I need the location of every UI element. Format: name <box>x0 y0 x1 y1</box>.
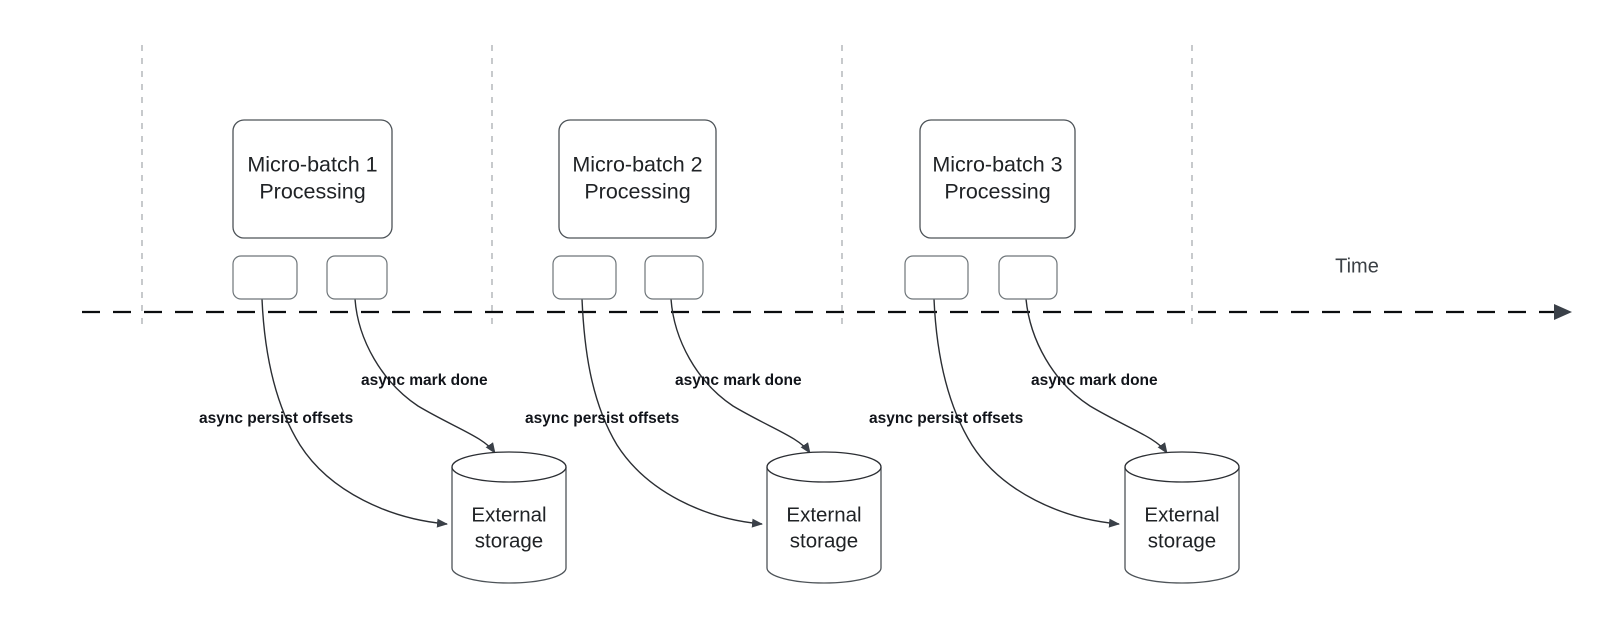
micro-batch-box-2[interactable] <box>558 119 717 239</box>
timeline-tick-group <box>141 45 1193 330</box>
external-storage-label1-1: External <box>471 503 546 526</box>
external-storage-body-1[interactable] <box>451 467 567 584</box>
external-storage-label1-2: External <box>786 503 861 526</box>
micro-batch-subtitle-2: Processing <box>584 180 690 204</box>
edge-label-mark-done-2: async mark done <box>675 372 802 389</box>
task-box-task-2a[interactable] <box>552 255 617 300</box>
micro-batch-box-3[interactable] <box>919 119 1076 239</box>
task-box-task-1a[interactable] <box>232 255 298 300</box>
label-group: Time async persist offsets async mark done… <box>199 153 1379 553</box>
micro-batch-title-1: Micro-batch 1 <box>247 153 377 177</box>
external-storage-label2-2: storage <box>790 529 858 552</box>
time-axis-label: Time <box>1335 255 1379 277</box>
external-storage-top-3[interactable] <box>1124 451 1240 483</box>
micro-batch-title-3: Micro-batch 3 <box>932 153 1062 177</box>
task-box-task-3b[interactable] <box>998 255 1058 300</box>
edge-mark-done-1 <box>354 298 496 454</box>
external-storage-label2-3: storage <box>1148 529 1216 552</box>
edge-label-persist-offsets-2: async persist offsets <box>525 410 679 427</box>
edge-mark-done-3 <box>1025 298 1168 454</box>
external-storage-label1-3: External <box>1144 503 1219 526</box>
edge-label-mark-done-1: async mark done <box>361 372 488 389</box>
edge-persist-offsets-1 <box>261 298 448 528</box>
task-box-task-1b[interactable] <box>326 255 388 300</box>
micro-batch-subtitle-1: Processing <box>259 180 365 204</box>
external-storage-top-1[interactable] <box>451 451 567 483</box>
time-axis-arrowhead <box>1554 304 1572 320</box>
task-box-task-3a[interactable] <box>904 255 969 300</box>
edge-label-persist-offsets-1: async persist offsets <box>199 410 353 427</box>
external-storage-top-2[interactable] <box>766 451 882 483</box>
task-box-task-2b[interactable] <box>644 255 704 300</box>
external-storage-body-3[interactable] <box>1124 467 1240 584</box>
micro-batch-box-1[interactable] <box>232 119 393 239</box>
edge-persist-offsets-3 <box>933 298 1120 528</box>
edge-group <box>261 298 1168 528</box>
edge-label-persist-offsets-3: async persist offsets <box>869 410 1023 427</box>
node-group <box>232 119 1240 584</box>
edge-label-mark-done-3: async mark done <box>1031 372 1158 389</box>
edge-mark-done-2 <box>670 298 811 454</box>
micro-batch-title-2: Micro-batch 2 <box>572 153 702 177</box>
external-storage-body-2[interactable] <box>766 467 882 584</box>
timeline-axis-group <box>82 304 1572 320</box>
micro-batch-subtitle-3: Processing <box>944 180 1050 204</box>
edge-persist-offsets-2 <box>581 298 763 528</box>
external-storage-label2-1: storage <box>475 529 543 552</box>
